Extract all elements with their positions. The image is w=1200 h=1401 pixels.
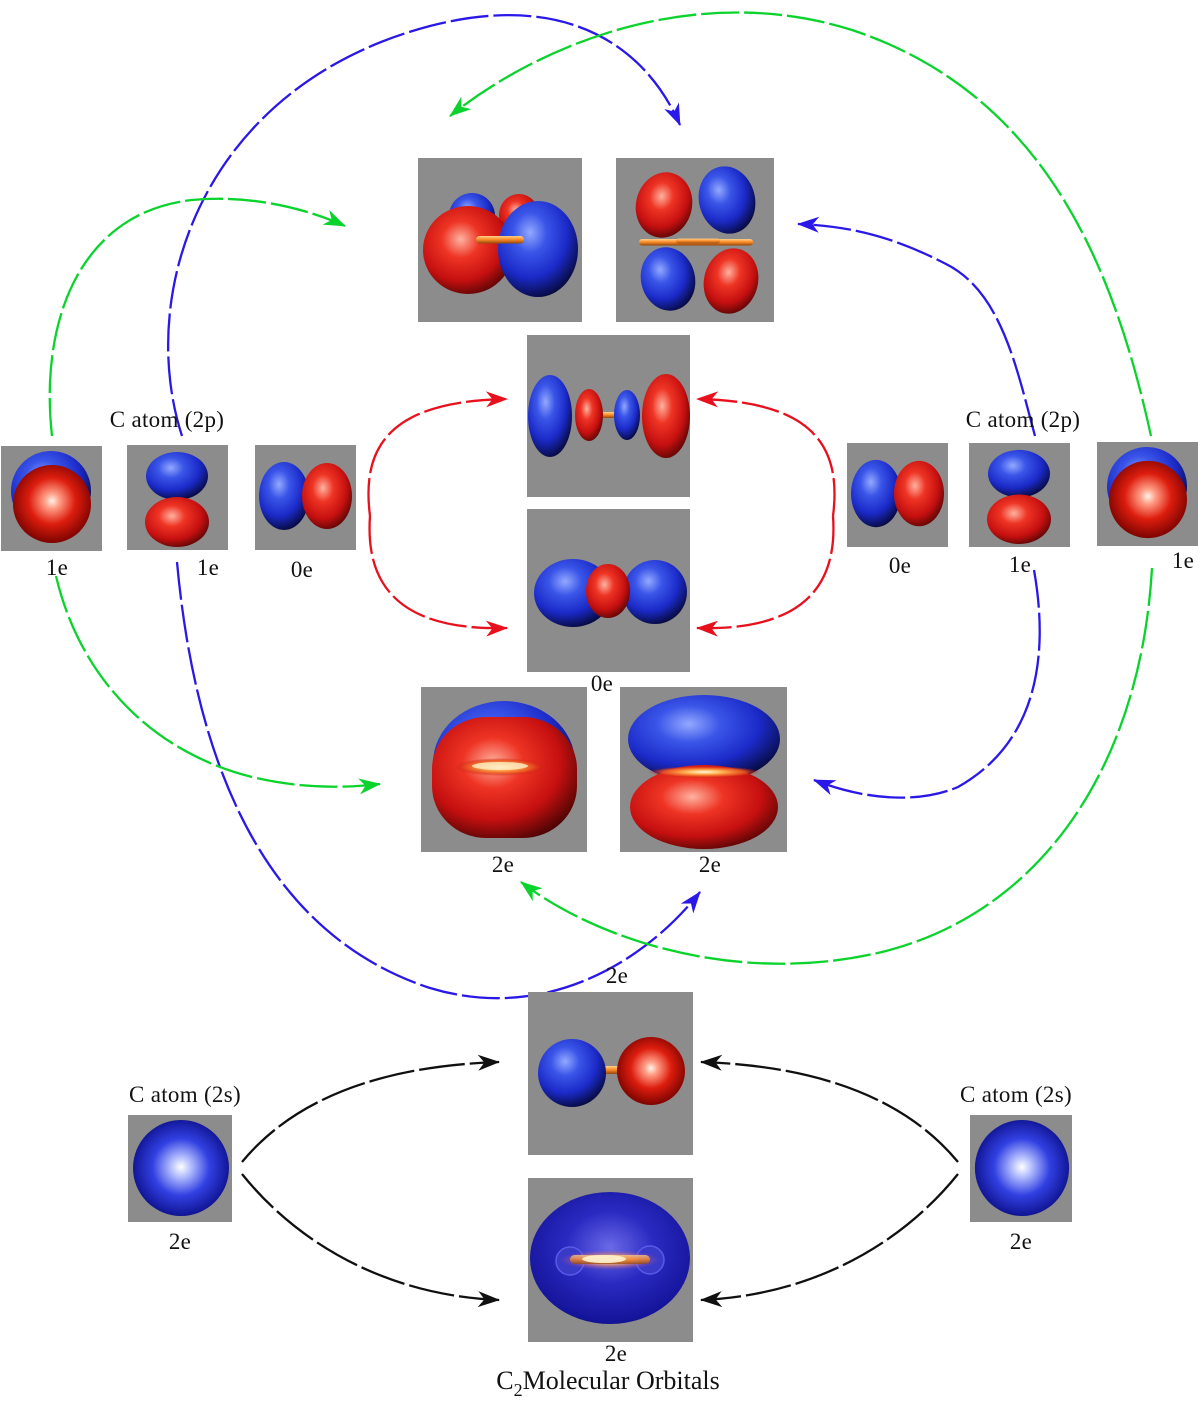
orbital-box-left-2p-horizontal	[255, 445, 356, 550]
title-element-symbol: C	[496, 1366, 514, 1395]
orbital-box-left-2p-vertical	[127, 445, 228, 550]
orbital-box-right-2p-vertical	[969, 443, 1070, 547]
occupancy-sigma-star-2s: 2e	[605, 963, 629, 988]
orbital-box-sigma-2s	[528, 1178, 693, 1342]
occupancy-pi-front: 2e	[491, 852, 515, 877]
occupancy-right-p-front: 1e	[1171, 548, 1195, 573]
orbital-box-left-2s	[128, 1115, 232, 1222]
occupancy-left-s: 2e	[168, 1229, 192, 1254]
occupancy-right-p-horizontal: 0e	[888, 553, 912, 578]
occupancy-left-p-front: 1e	[45, 555, 69, 580]
diagram-title: C2Molecular Orbitals	[496, 1366, 719, 1401]
sigma-star-2s-orbital-icon	[538, 1037, 685, 1107]
occupancy-left-p-vertical: 1e	[196, 555, 220, 580]
p-horizontal-orbital-icon	[851, 459, 944, 528]
s-orbital-icon	[974, 1120, 1070, 1216]
occupancy-sigma-2p: 0e	[590, 671, 614, 696]
p-vertical-orbital-icon	[987, 449, 1051, 545]
right-2s-atom-label: C atom (2s)	[960, 1082, 1072, 1107]
occupancy-right-p-vertical: 1e	[1008, 552, 1032, 577]
p-front-orbital-icon	[1107, 446, 1187, 539]
orbital-box-right-2s	[970, 1115, 1072, 1222]
p-horizontal-orbital-icon	[259, 462, 352, 530]
occupancy-left-p-horizontal: 0e	[290, 557, 314, 582]
occupancy-pi-side: 2e	[698, 852, 722, 877]
orbital-box-right-2p-front	[1097, 442, 1198, 546]
title-subscript: 2	[513, 1380, 523, 1400]
title-rest: Molecular Orbitals	[522, 1366, 720, 1395]
left-2p-atom-label: C atom (2p)	[109, 407, 225, 432]
occupancy-right-s: 2e	[1009, 1229, 1033, 1254]
orbital-box-right-2p-horizontal	[847, 443, 948, 547]
s-orbital-icon	[133, 1120, 229, 1216]
orbital-box-sigma-star-2s	[528, 992, 693, 1155]
p-vertical-orbital-icon	[145, 452, 209, 547]
sigma-2s-orbital-icon	[530, 1192, 690, 1324]
right-2p-atom-label: C atom (2p)	[965, 407, 1081, 432]
occupancy-sigma-2s: 2e	[604, 1341, 628, 1366]
orbital-box-left-2p-front	[1, 446, 102, 551]
p-front-orbital-icon	[11, 451, 91, 543]
left-2s-atom-label: C atom (2s)	[129, 1082, 241, 1107]
